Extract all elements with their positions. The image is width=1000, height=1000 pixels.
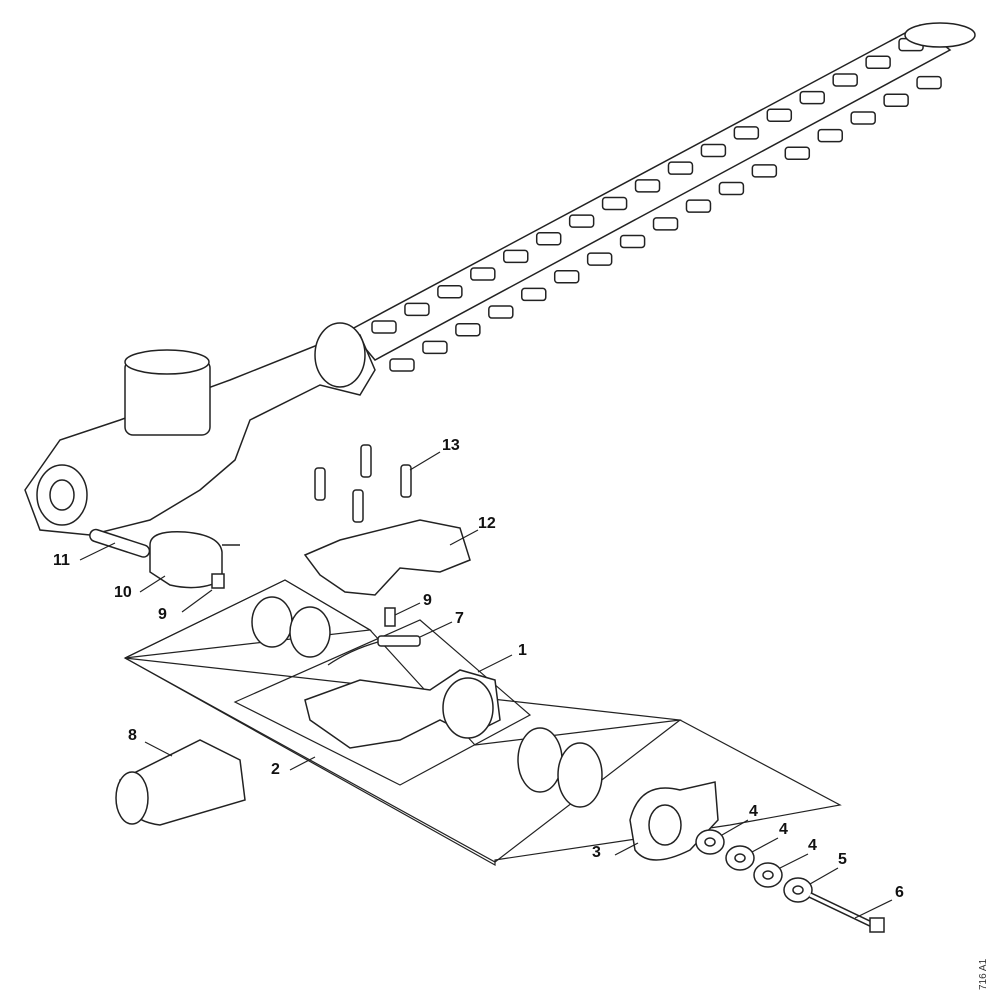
pin bbox=[89, 528, 151, 558]
blade-tooth bbox=[865, 55, 891, 70]
rear-ring-inner bbox=[49, 479, 75, 511]
callout-9: 9 bbox=[158, 606, 167, 623]
cover-plate bbox=[303, 519, 471, 596]
callout-2: 2 bbox=[271, 761, 280, 778]
blade-tooth bbox=[799, 90, 825, 105]
blade-tooth bbox=[521, 287, 547, 302]
drawing-code: 716 A1 bbox=[978, 958, 989, 990]
callout-9: 9 bbox=[423, 592, 432, 609]
hedge-blade bbox=[348, 24, 952, 372]
retaining-ring bbox=[557, 742, 603, 808]
bolt-inner bbox=[809, 893, 876, 928]
blade-tooth bbox=[766, 108, 793, 122]
kit-outline-edge bbox=[124, 579, 372, 659]
clamp bbox=[149, 531, 240, 589]
motor-top bbox=[124, 349, 210, 375]
blade-tooth bbox=[733, 126, 760, 140]
leader-lines bbox=[79, 451, 893, 919]
blade-tooth bbox=[422, 340, 448, 355]
blade-tooth bbox=[389, 358, 415, 372]
blade-tooth bbox=[437, 284, 463, 299]
blade-tooth bbox=[404, 302, 430, 317]
blade-tooth bbox=[619, 234, 646, 249]
blade-tooth bbox=[586, 252, 613, 266]
retaining-ring bbox=[289, 606, 331, 658]
kit-outline-1 bbox=[233, 619, 532, 786]
blade-tooth bbox=[601, 196, 628, 211]
blade-tooth bbox=[371, 320, 397, 334]
blade-tooth bbox=[817, 128, 843, 143]
blade-tooth bbox=[667, 161, 694, 175]
callout-7: 7 bbox=[455, 610, 464, 627]
callout-3: 3 bbox=[592, 844, 601, 861]
hand-guard bbox=[314, 322, 366, 388]
blade-tooth bbox=[850, 111, 876, 125]
blade-tooth bbox=[568, 214, 595, 228]
blade-tooth bbox=[553, 270, 580, 284]
blade-tooth bbox=[883, 93, 909, 108]
blade-tooth bbox=[634, 179, 661, 193]
blade-tooth bbox=[470, 267, 496, 281]
callout-13: 13 bbox=[442, 437, 460, 454]
screw-9-right bbox=[384, 607, 396, 627]
blade-tooth bbox=[455, 322, 481, 337]
gear-housing-ring bbox=[442, 677, 494, 739]
screws-13 bbox=[314, 444, 412, 523]
cover-hole bbox=[648, 804, 682, 846]
callout-4: 4 bbox=[779, 821, 788, 838]
callout-11: 11 bbox=[53, 552, 70, 569]
blade-tip-guard bbox=[904, 22, 976, 48]
blade-tooth bbox=[718, 181, 745, 196]
blade-tooth bbox=[535, 232, 562, 246]
callout-6: 6 bbox=[895, 884, 904, 901]
retaining-ring bbox=[517, 727, 563, 793]
callout-10: 10 bbox=[114, 584, 132, 601]
blade-tooth bbox=[784, 146, 811, 160]
blade-tooth bbox=[700, 143, 727, 158]
callout-4: 4 bbox=[749, 803, 758, 820]
callout-4: 4 bbox=[808, 837, 817, 854]
retaining-ring bbox=[251, 596, 293, 648]
callout-5: 5 bbox=[838, 851, 847, 868]
blade-tooth bbox=[751, 164, 778, 178]
blade-tooth bbox=[503, 249, 529, 264]
washers bbox=[695, 829, 813, 903]
callout-8: 8 bbox=[128, 727, 137, 744]
callout-1: 1 bbox=[518, 642, 527, 659]
blade-tooth bbox=[652, 217, 679, 231]
sensor-cable bbox=[327, 641, 379, 666]
screw-9-left bbox=[211, 573, 225, 589]
bolt-head bbox=[869, 917, 885, 933]
cable-sensor bbox=[377, 635, 421, 647]
bellows-opening bbox=[115, 771, 149, 825]
callout-12: 12 bbox=[478, 515, 496, 532]
blade-tooth bbox=[488, 305, 514, 319]
blade-tooth bbox=[832, 73, 858, 87]
blade-tooth bbox=[685, 199, 712, 213]
blade-tooth bbox=[916, 75, 942, 90]
